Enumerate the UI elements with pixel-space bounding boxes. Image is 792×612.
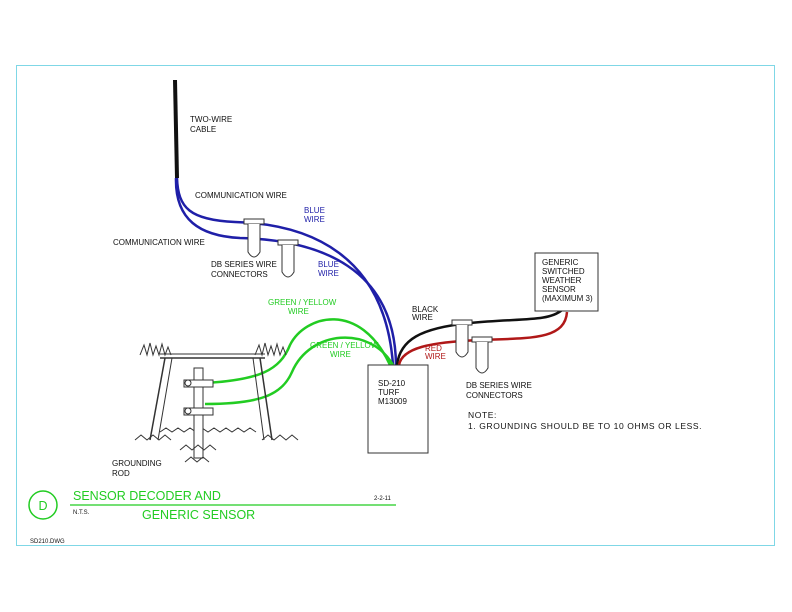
title-line-1: SENSOR DECODER AND: [73, 489, 221, 503]
decoder-box: [367, 364, 429, 454]
blue-wire-upper: [175, 177, 395, 366]
valve-box-enclosure: [134, 342, 299, 441]
two-wire-cable: [173, 79, 179, 179]
note-line-1: 1. GROUNDING SHOULD BE TO 10 OHMS OR LES…: [468, 421, 702, 431]
green-wire-upper: [204, 318, 392, 385]
blue-wire-lower: [174, 177, 398, 366]
scale-label: N.T.S.: [73, 510, 90, 516]
file-label: SD210.DWG: [30, 539, 65, 545]
drawing-frame: [16, 65, 775, 546]
db-connector-left-1: [243, 218, 265, 258]
grounding-rod: [179, 367, 217, 463]
date-label: 2-2-11: [374, 496, 392, 502]
db-connector-right-2: [471, 336, 493, 374]
db-connector-right-1: [451, 319, 473, 358]
comm-wire-label-2: COMMUNICATION WIRE: [113, 238, 205, 247]
detail-letter: D: [38, 499, 47, 513]
detail-circle: [28, 490, 58, 520]
green-wire-lower: [204, 336, 395, 406]
db-connector-left-2: [277, 239, 299, 278]
title-line-2: GENERIC SENSOR: [142, 508, 255, 522]
comm-wire-label-1: COMMUNICATION WIRE: [195, 191, 287, 200]
sensor-box: [534, 252, 599, 312]
note-heading: NOTE:: [468, 410, 497, 420]
